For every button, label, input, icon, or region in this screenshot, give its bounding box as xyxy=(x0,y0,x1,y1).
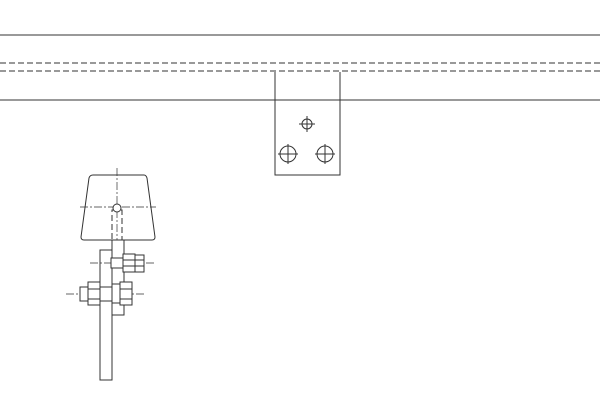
upper-bolt xyxy=(90,253,155,273)
pin-circle xyxy=(112,203,122,213)
insulator-assembly xyxy=(66,168,156,381)
bracket-hole-left xyxy=(278,144,298,164)
bracket-outline xyxy=(274,72,341,176)
lower-bolt xyxy=(66,281,145,306)
bracket-hole-top xyxy=(299,116,315,132)
support-plate-long xyxy=(99,249,113,381)
insulator-cone xyxy=(80,174,156,241)
beam xyxy=(0,34,600,101)
mounting-bracket xyxy=(274,72,341,176)
bracket-hole-right xyxy=(315,144,335,164)
